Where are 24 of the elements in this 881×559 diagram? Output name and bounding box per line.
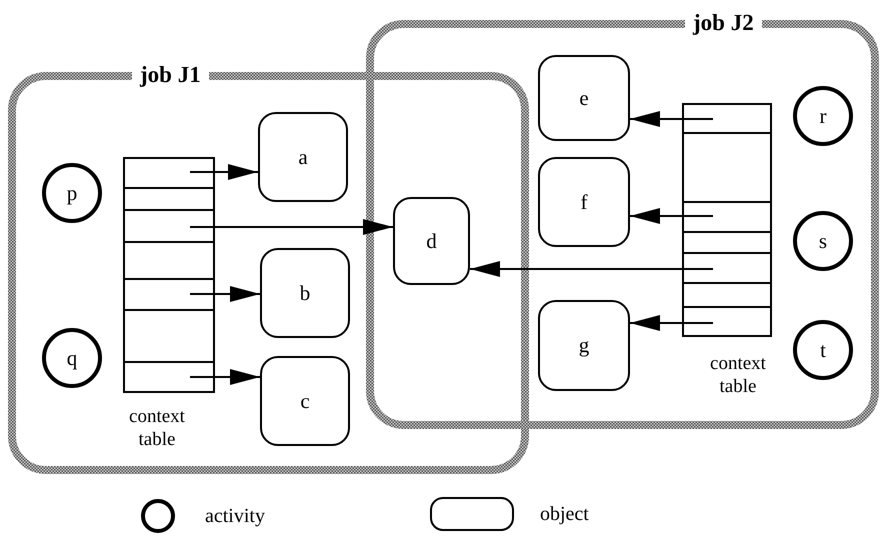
activity-circle: r: [793, 86, 853, 146]
arrow: [215, 219, 393, 235]
activity-circle: p: [42, 163, 102, 223]
object-box: c: [260, 356, 350, 446]
object-box: f: [538, 157, 630, 247]
arrow: [630, 111, 682, 127]
object-box: g: [538, 300, 630, 391]
arrow: [215, 164, 258, 180]
object-box: b: [260, 248, 350, 338]
activity-circle: q: [42, 328, 102, 388]
legend-label: object: [540, 503, 589, 526]
arrow: [470, 261, 682, 277]
table-label: context table: [709, 352, 767, 398]
arrow: [215, 286, 260, 302]
activity-circle: s: [793, 211, 853, 271]
object-box: e: [538, 55, 630, 141]
table-label: context table: [128, 405, 186, 451]
arrow: [630, 208, 682, 224]
activity-circle: t: [793, 320, 853, 380]
arrow: [630, 315, 682, 331]
object-box: a: [258, 112, 348, 202]
arrow: [215, 369, 260, 385]
object-box: d: [393, 197, 470, 285]
legend-label: activity: [205, 505, 265, 528]
